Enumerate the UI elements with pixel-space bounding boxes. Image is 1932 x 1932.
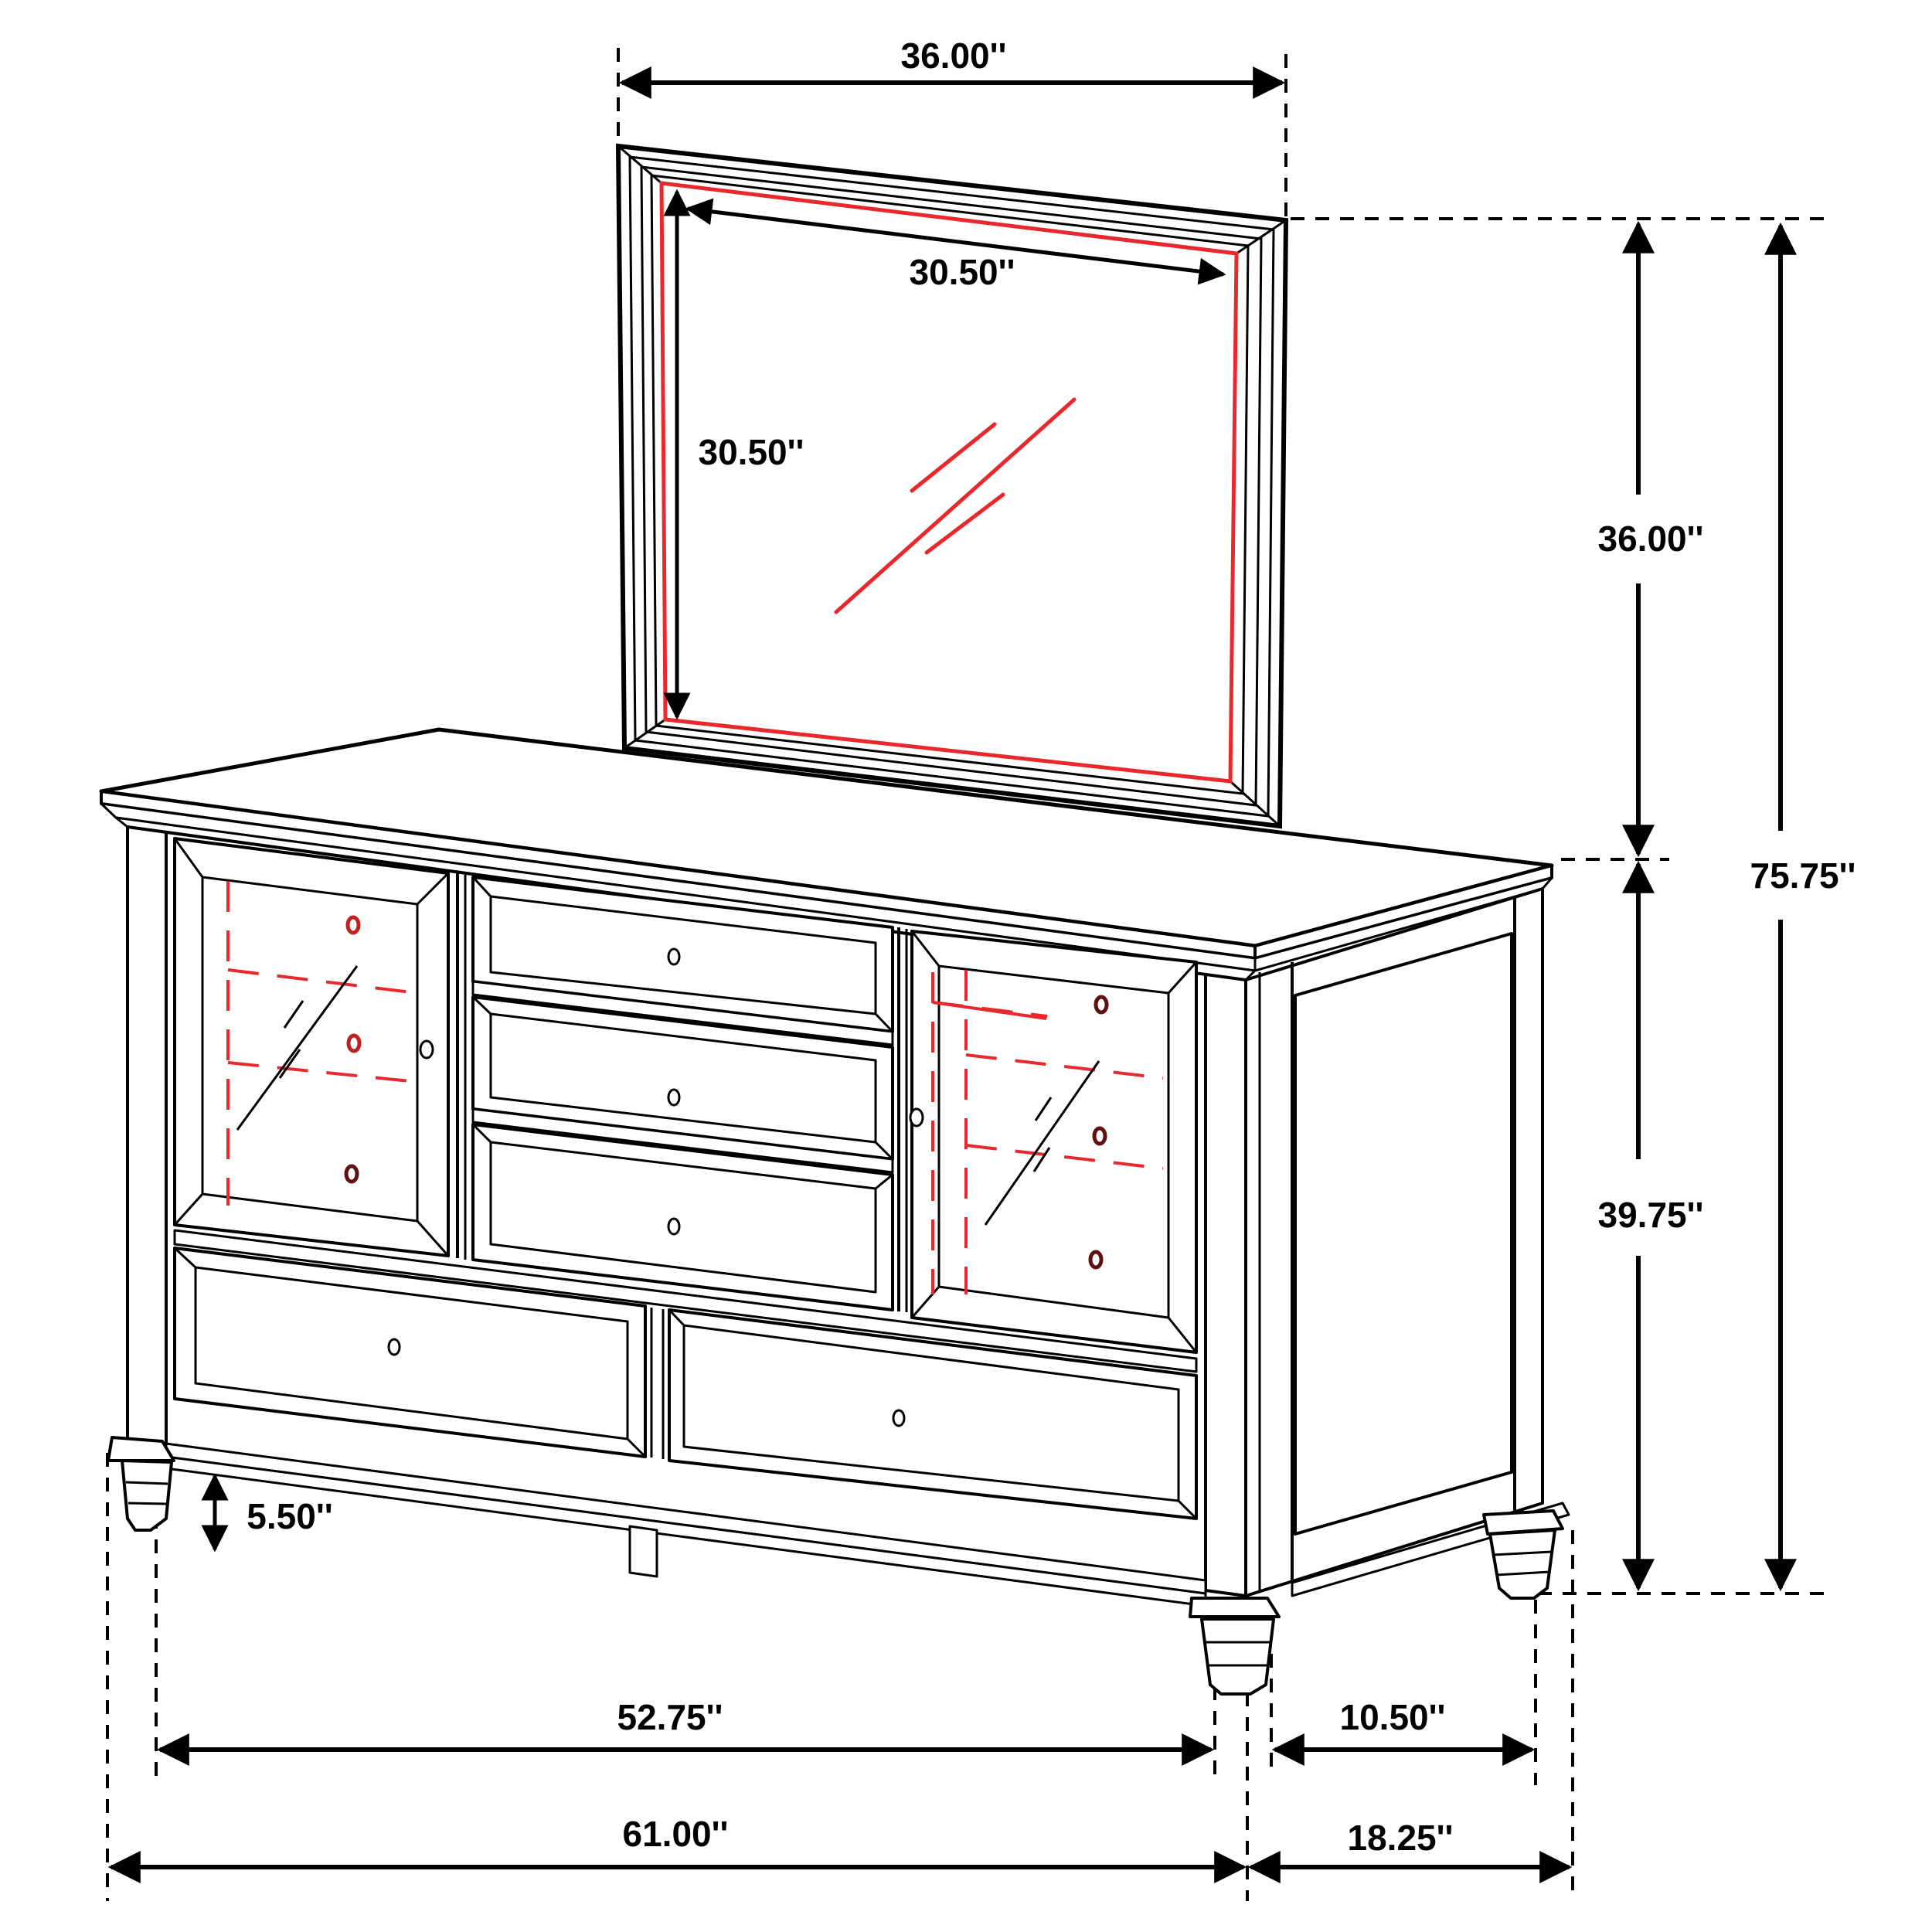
label-glass-width: 30.50'' — [909, 252, 1015, 292]
dim-glass-width — [685, 198, 1226, 285]
extension-lines — [106, 48, 1824, 1901]
mirror-reflection-lines — [834, 397, 1077, 614]
dresser-side — [1244, 887, 1544, 1597]
front-right-foot — [1189, 1597, 1281, 1696]
label-total-height: 75.75'' — [1750, 855, 1856, 896]
label-glass-height: 30.50'' — [698, 432, 804, 472]
back-right-foot — [1482, 1509, 1564, 1600]
label-dresser-height: 39.75'' — [1597, 1195, 1704, 1235]
center-drawers — [471, 876, 894, 1311]
left-glass-door — [173, 837, 450, 1257]
dresser — [99, 727, 1570, 1696]
dimension-arrows — [107, 66, 1797, 1883]
right-glass-door — [909, 930, 1198, 1354]
label-mirror-height: 36.00'' — [1597, 519, 1704, 559]
label-depth: 18.25'' — [1347, 1818, 1454, 1858]
label-overall-width: 61.00'' — [622, 1814, 729, 1854]
label-mirror-width: 36.00'' — [900, 36, 1007, 76]
bottom-drawers — [173, 1247, 1198, 1520]
left-door-knob — [419, 1039, 434, 1060]
right-door-knob — [909, 1107, 924, 1128]
label-leg-height: 5.50'' — [247, 1496, 333, 1536]
mirror — [615, 143, 1289, 829]
side-panel — [1294, 932, 1513, 1536]
label-front-leg-span: 52.75'' — [617, 1697, 723, 1737]
label-side-leg-span: 10.50'' — [1339, 1697, 1446, 1737]
front-left-foot — [107, 1436, 175, 1532]
rear-center-leg — [628, 1525, 658, 1578]
